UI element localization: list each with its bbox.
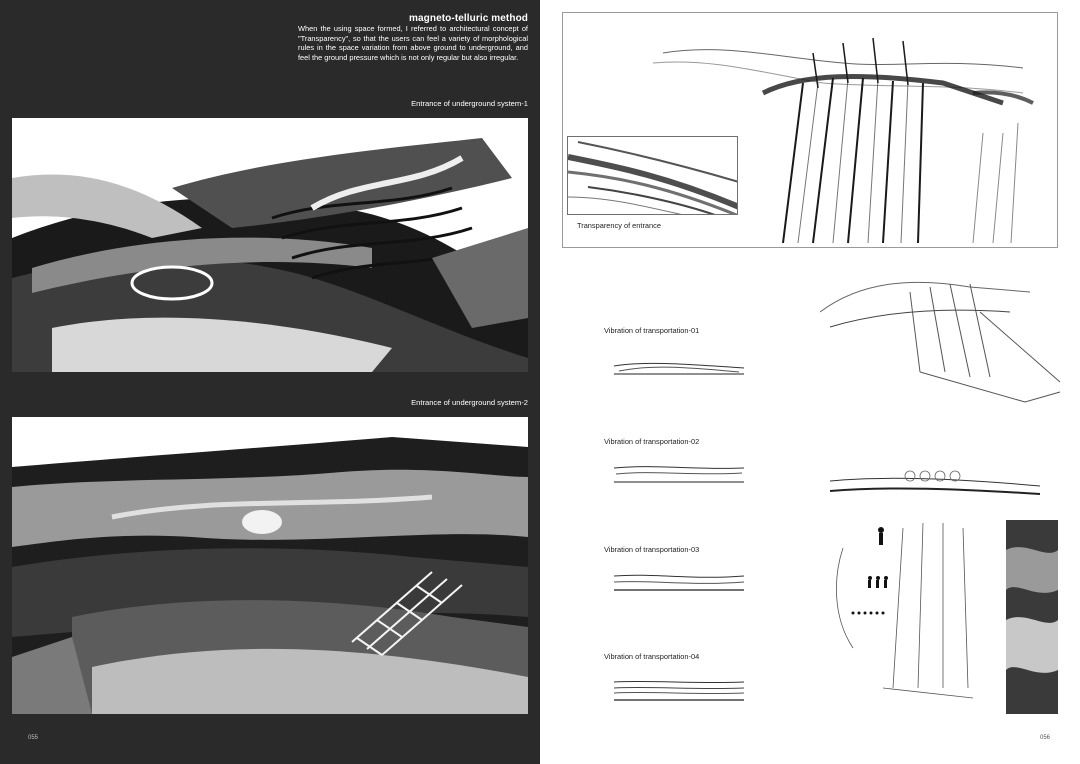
render-caption-1: Entrance of underground system-1 — [411, 99, 528, 108]
render-strip — [1006, 520, 1058, 714]
transparency-sketch — [652, 37, 1034, 244]
render-image-1 — [12, 118, 528, 372]
isometric-diagram — [820, 281, 1061, 403]
vibration-label-3: Vibration of transportation-03 — [604, 545, 700, 554]
vibration-diagram-1 — [613, 362, 745, 375]
vibration-label-2: Vibration of transportation-02 — [604, 437, 700, 446]
section-diagram — [830, 470, 1040, 495]
people-scale-diagram — [836, 522, 974, 699]
right-page: Transparency of entrance Vibration of tr… — [540, 0, 1080, 764]
page-number-left: 055 — [28, 735, 39, 741]
inset-sketch — [568, 141, 737, 214]
vibration-diagram-2 — [613, 466, 745, 483]
vibration-label-1: Vibration of transportation-01 — [604, 326, 700, 335]
render-image-2 — [12, 417, 528, 714]
left-page: magneto-telluric method When the using s… — [0, 0, 540, 764]
inset-caption: Transparency of entrance — [577, 221, 661, 230]
vibration-label-4: Vibration of transportation-04 — [604, 652, 700, 661]
page-number-right: 056 — [1040, 735, 1051, 741]
intro-paragraph: When the using space formed, I referred … — [298, 24, 528, 62]
render-caption-2: Entrance of underground system-2 — [411, 398, 528, 407]
transparency-inset — [567, 136, 738, 215]
section-title: magneto-telluric method — [409, 13, 528, 24]
transparency-panel: Transparency of entrance — [562, 12, 1058, 248]
vibration-diagram-3 — [613, 574, 745, 591]
vibration-diagram-4 — [613, 680, 745, 701]
